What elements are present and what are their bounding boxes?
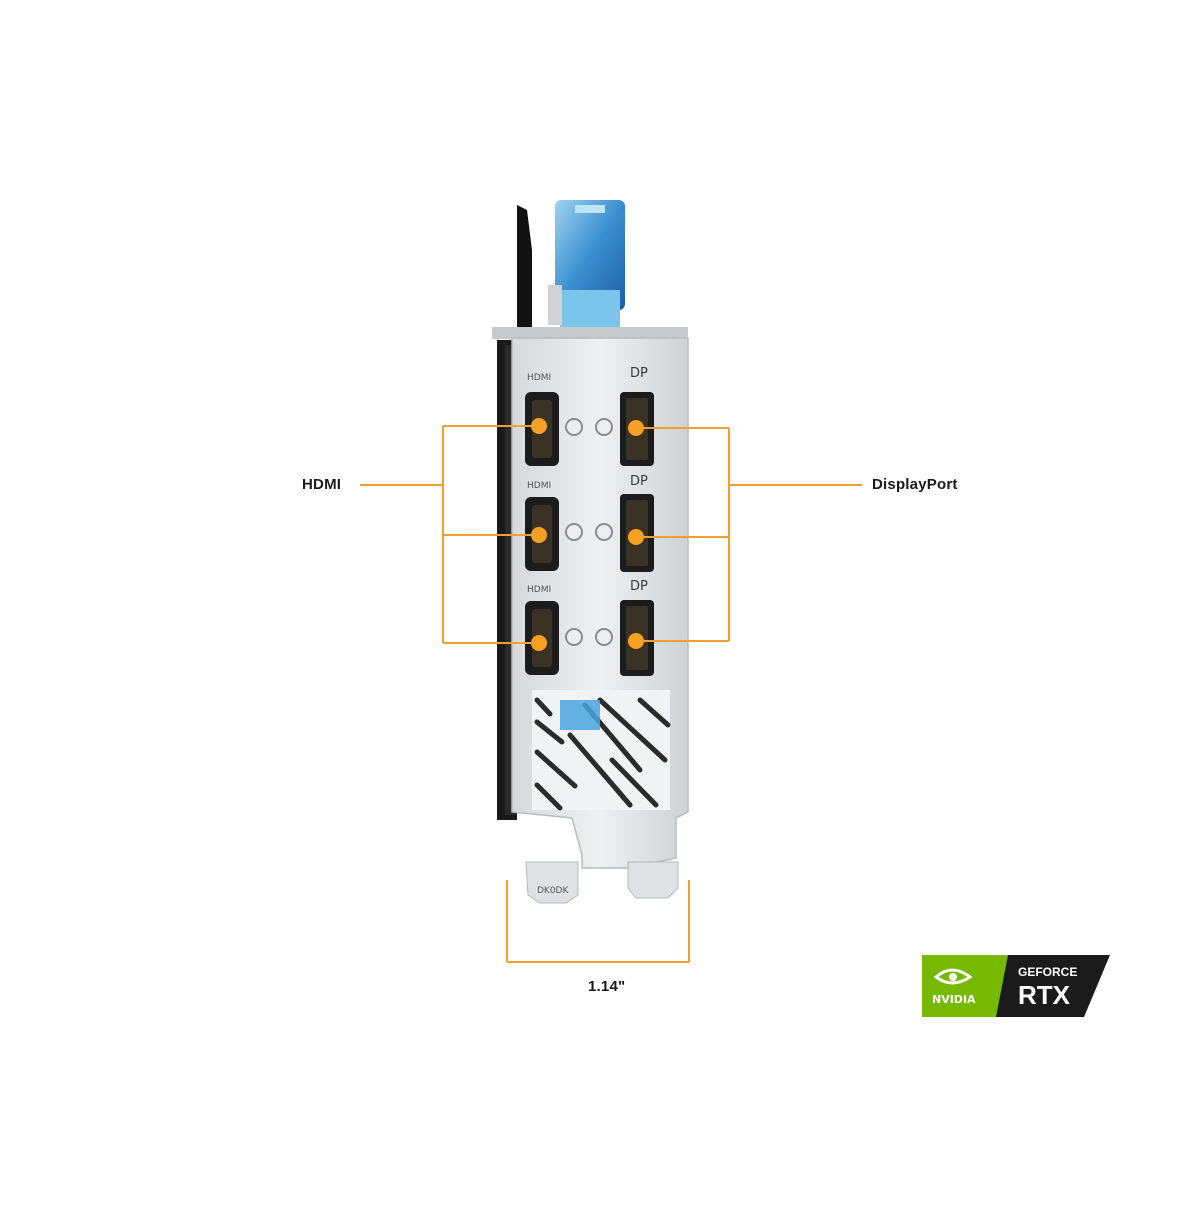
displayport-ports [620, 392, 654, 676]
hdmi-port-label-2: HDMI [527, 481, 551, 491]
port-labels: HDMI HDMI HDMI DP DP DP DK0DK [527, 366, 648, 896]
hdmi-port-label-3: HDMI [527, 585, 551, 595]
nvidia-geforce-rtx-badge: NVIDIA GEFORCE RTX [922, 955, 1110, 1017]
hdmi-callout-label: HDMI [302, 476, 342, 493]
hdmi-ports [525, 392, 559, 675]
io-bracket [492, 327, 689, 904]
dp-port-2 [620, 494, 654, 572]
blue-top-component [548, 200, 625, 335]
vent-grille [532, 690, 671, 811]
nvidia-wordmark: NVIDIA [932, 993, 976, 1006]
width-dimension-label: 1.14" [588, 978, 626, 995]
badge-line-geforce: GEFORCE [1018, 965, 1077, 979]
dp-port-label-2: DP [630, 474, 648, 489]
displayport-callout-label: DisplayPort [872, 476, 958, 493]
hdmi-port-3 [525, 601, 559, 675]
badge-line-rtx: RTX [1018, 980, 1071, 1010]
displayport-callout-lines [636, 427, 862, 642]
nvidia-eye-logo-icon [933, 968, 973, 985]
dp-port-label-3: DP [630, 579, 648, 594]
dp-port-label-1: DP [630, 366, 648, 381]
hdmi-callout-lines [360, 425, 539, 644]
bracket-screws [565, 418, 613, 646]
hdmi-port-label-1: HDMI [527, 373, 551, 383]
width-dimension-line [506, 880, 690, 963]
dp-port-3 [620, 600, 654, 676]
bracket-marking: DK0DK [537, 886, 569, 896]
hdmi-port-1 [525, 392, 559, 466]
